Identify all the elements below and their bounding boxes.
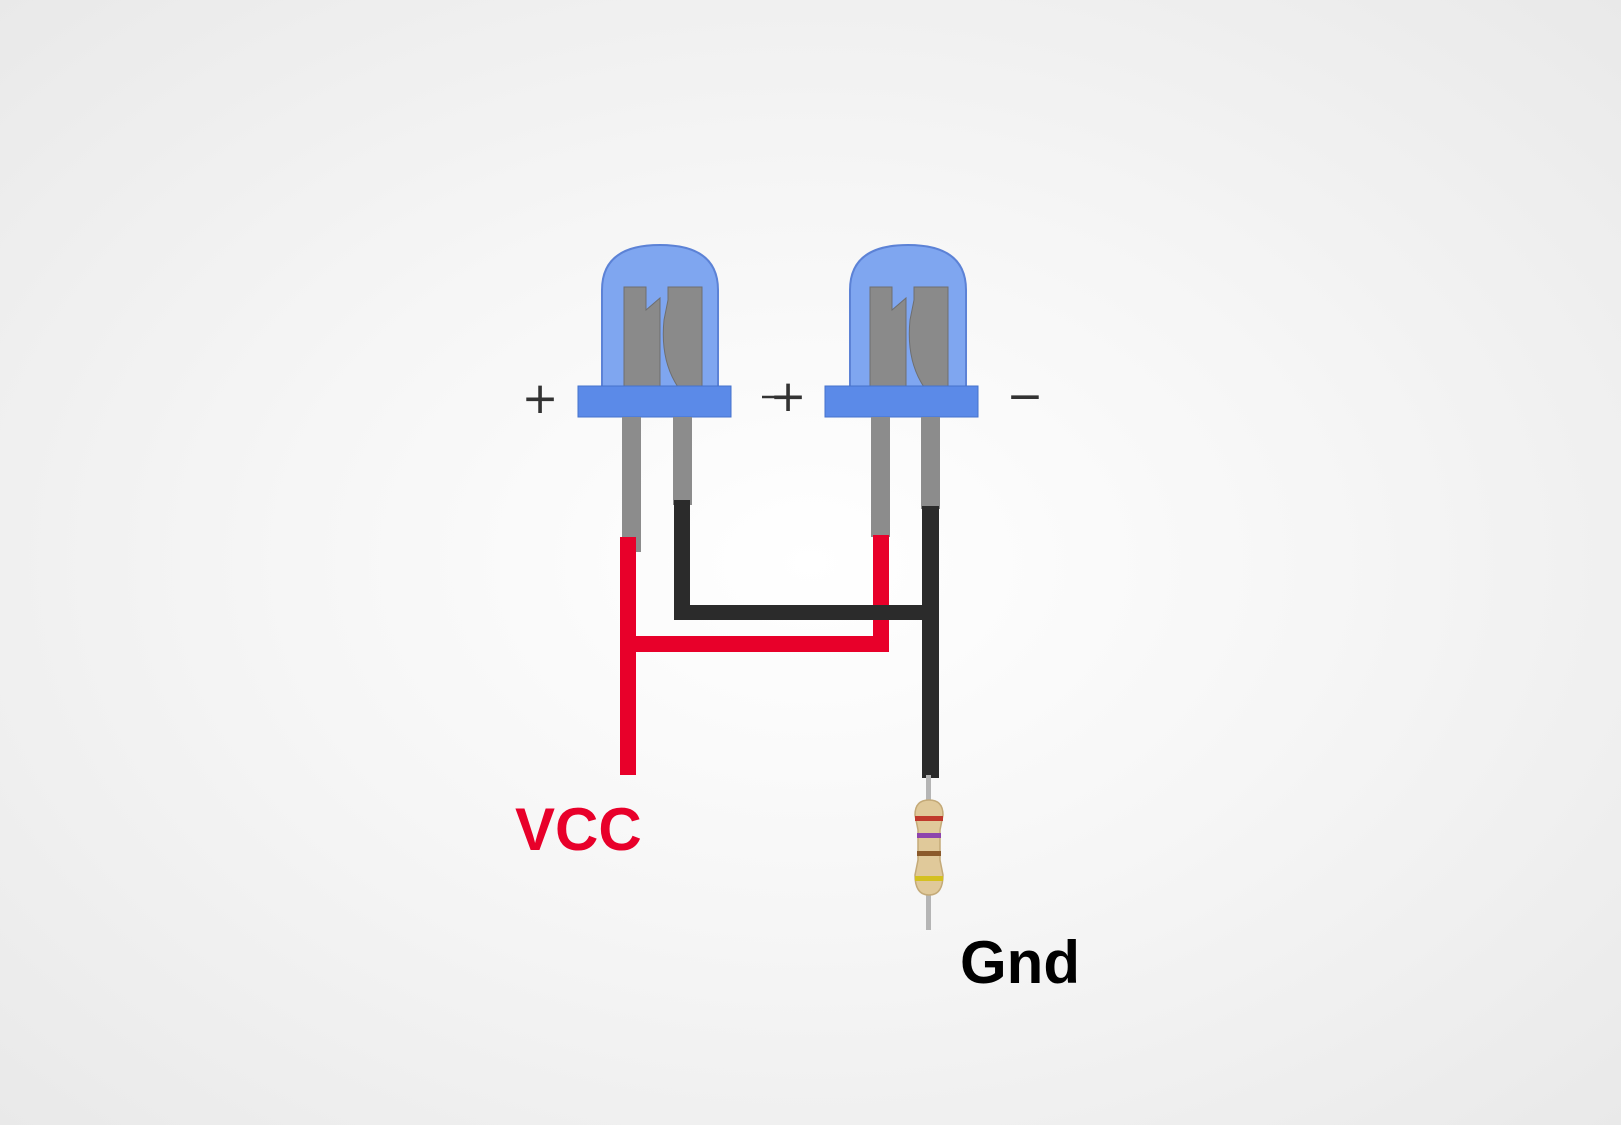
led-2-anode-sign: + <box>770 371 807 422</box>
ground-wire-horizontal <box>674 605 932 620</box>
resistor-bottom-lead <box>926 890 931 930</box>
resistor-icon <box>914 775 944 930</box>
led-2-cathode-lead <box>921 417 940 509</box>
led-1-cathode-wire <box>674 500 690 620</box>
resistor-top-lead <box>926 775 931 805</box>
led-2-flange <box>824 385 979 418</box>
positive-wiring <box>620 535 889 775</box>
led-1-anode-sign: + <box>522 373 559 424</box>
led-1-flange <box>577 385 732 418</box>
led-2 <box>824 243 979 537</box>
led-1-cathode-lead <box>673 417 692 505</box>
gnd-label: Gnd <box>960 929 1080 996</box>
ground-wire-vertical <box>922 506 939 778</box>
led-1-anode-post <box>623 286 661 388</box>
led-2-anode-post <box>869 286 907 388</box>
led-1-anode-lead <box>622 417 641 552</box>
led-2-anode-lead <box>871 417 890 537</box>
resistor-band-3 <box>917 851 941 856</box>
resistor-band-4 <box>915 876 943 881</box>
resistor-body <box>914 799 944 896</box>
vcc-wire-vertical <box>620 537 636 775</box>
led-2-dome <box>849 243 967 388</box>
led-2-cathode-sign: − <box>1007 371 1044 422</box>
vcc-label: VCC <box>515 796 642 863</box>
resistor-band-2 <box>917 833 941 838</box>
ground-wiring <box>674 500 939 778</box>
led-2-anode-wire <box>873 535 889 652</box>
resistor-band-1 <box>915 816 943 821</box>
vcc-wire-horizontal <box>628 636 889 652</box>
led-1 <box>577 243 732 552</box>
